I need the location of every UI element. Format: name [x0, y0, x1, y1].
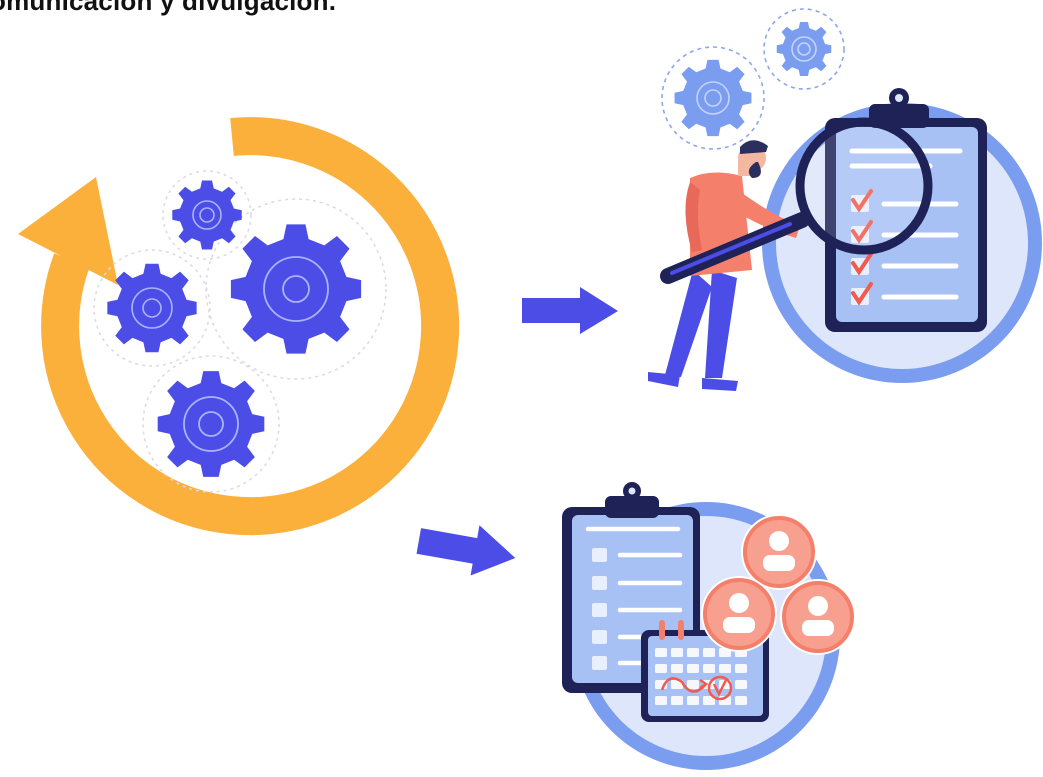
- gear-icon: [157, 371, 265, 477]
- user-icon: [701, 576, 777, 652]
- inspection-illustration: [648, 8, 1042, 391]
- process-cycle: [18, 117, 460, 536]
- page-heading: omunicación y divulgación.: [0, 0, 337, 16]
- checkbox-icon: [851, 189, 959, 213]
- arrow-right-icon: [522, 287, 618, 334]
- gear-icon: [674, 59, 752, 137]
- calendar-icon: [641, 620, 769, 722]
- magnifier-icon: [660, 117, 933, 284]
- gear-icon: [172, 180, 242, 250]
- gear-icon: [230, 224, 362, 354]
- planning-illustration: [562, 482, 856, 770]
- user-icon: [741, 514, 817, 590]
- gear-icon: [107, 263, 197, 353]
- checkbox-icon: [851, 220, 959, 244]
- checkbox-icon: [851, 252, 959, 276]
- clipboard-icon: [825, 88, 987, 332]
- arrow-right-icon: [416, 525, 516, 576]
- gear-icon: [776, 21, 832, 77]
- checkbox-icon: [851, 282, 959, 306]
- cycle-arrow-icon: [41, 117, 460, 536]
- user-icon: [780, 579, 856, 655]
- cycle-arrow-head: [18, 177, 118, 285]
